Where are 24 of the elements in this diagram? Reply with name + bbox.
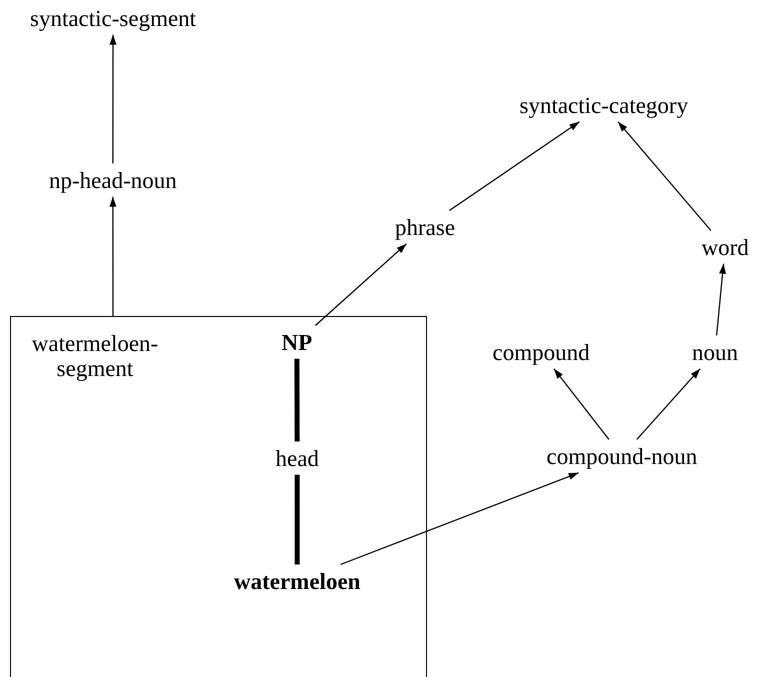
node-label: syntactic-category bbox=[520, 92, 688, 118]
group-label: watermeloen-segment bbox=[30, 331, 160, 382]
node-label: noun bbox=[692, 340, 738, 365]
arrow bbox=[110, 34, 116, 164]
link-line bbox=[294, 358, 300, 442]
arrow bbox=[618, 121, 712, 231]
arrow bbox=[716, 264, 726, 336]
arrow bbox=[340, 472, 579, 566]
node-label: np-head-noun bbox=[49, 168, 177, 193]
node-label: syntactic-segment bbox=[30, 6, 196, 31]
node-label: NP bbox=[282, 330, 312, 355]
link-line bbox=[294, 474, 300, 564]
node-label: compound bbox=[492, 340, 590, 365]
node-label: compound-noun bbox=[546, 444, 698, 469]
node-label: head bbox=[276, 446, 319, 471]
node-label: phrase bbox=[395, 214, 456, 240]
arrow bbox=[109, 196, 116, 316]
node-label: watermeloen bbox=[234, 568, 360, 594]
node-label: word bbox=[702, 234, 749, 260]
arrow bbox=[554, 368, 610, 440]
arrow bbox=[449, 121, 580, 211]
group-frame bbox=[10, 316, 427, 677]
arrow bbox=[636, 368, 701, 440]
arrow bbox=[315, 243, 407, 326]
